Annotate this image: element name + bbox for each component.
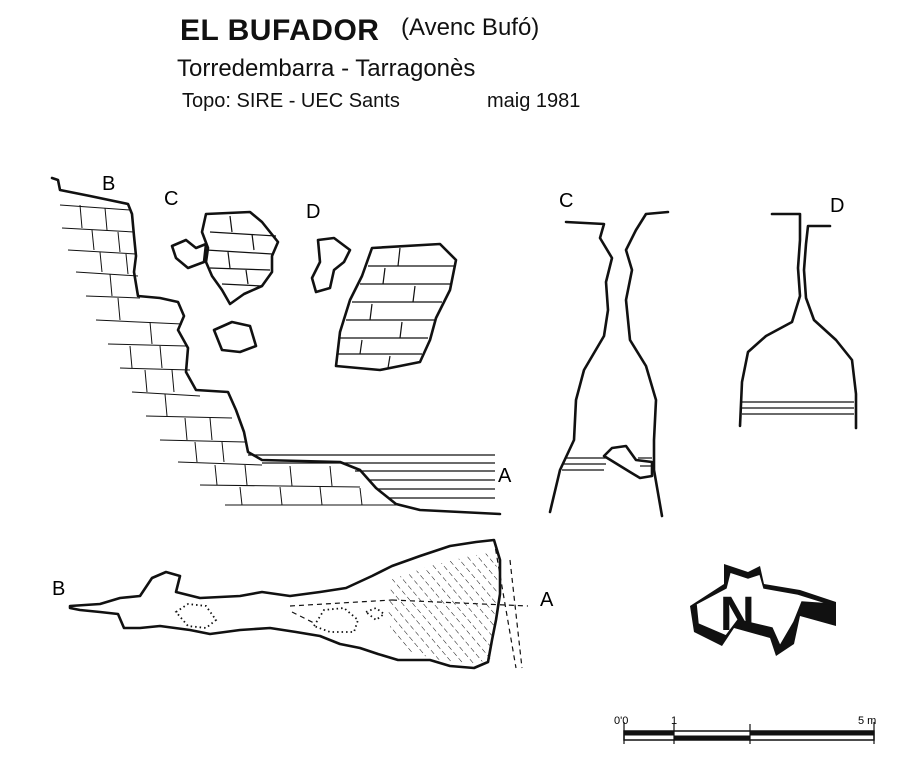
profile-rock-block-1 xyxy=(200,210,280,306)
survey-credits: Topo: SIRE - UEC Sants xyxy=(182,90,400,112)
scale-tick-1: 1 xyxy=(671,715,677,727)
plan-water-area xyxy=(388,552,498,664)
section-c-label: C xyxy=(559,190,573,212)
plan-view xyxy=(68,538,529,670)
rock-wall-texture xyxy=(59,204,400,506)
cave-title: EL BUFADOR xyxy=(180,14,380,47)
cross-section-d xyxy=(738,212,858,430)
profile-rock-fragment-2 xyxy=(212,320,258,354)
plan-pit-3 xyxy=(364,606,386,622)
scale-tick-5m: 5 m xyxy=(858,715,876,727)
profile-section xyxy=(50,176,502,516)
scale-bar xyxy=(623,722,875,744)
north-arrow-icon: N xyxy=(690,564,836,656)
section-c-water xyxy=(562,457,652,471)
section-d-label: D xyxy=(830,195,844,217)
profile-rock-fragment-d xyxy=(310,236,352,294)
profile-rock-block-2 xyxy=(334,242,458,372)
profile-label-b: B xyxy=(102,173,115,195)
section-d-right-wall xyxy=(802,224,858,430)
north-letter: N xyxy=(720,588,755,641)
section-d-left-wall xyxy=(738,212,802,428)
profile-water-level xyxy=(248,454,495,499)
cave-location: Torredembarra - Tarragonès xyxy=(177,55,476,82)
section-c-floor-rock xyxy=(602,444,654,480)
cave-alternate-name: (Avenc Bufó) xyxy=(401,14,540,41)
section-c-left-wall xyxy=(548,220,614,514)
profile-label-c: C xyxy=(164,188,178,210)
profile-label-d: D xyxy=(306,201,320,223)
profile-cave-outline xyxy=(50,176,502,516)
plan-pit-1 xyxy=(174,603,218,629)
plan-label-a: A xyxy=(540,589,554,611)
section-d-water xyxy=(742,401,854,415)
profile-rock-fragment-1 xyxy=(170,238,208,270)
profile-label-a: A xyxy=(498,465,512,487)
plan-survey-lines xyxy=(289,539,529,669)
cross-section-c xyxy=(548,210,670,518)
plan-label-b: B xyxy=(52,578,65,600)
section-c-right-wall xyxy=(624,210,670,518)
scale-tick-0: 0'0 xyxy=(614,715,628,727)
plan-pit-2 xyxy=(312,607,360,633)
survey-date: maig 1981 xyxy=(487,90,581,112)
